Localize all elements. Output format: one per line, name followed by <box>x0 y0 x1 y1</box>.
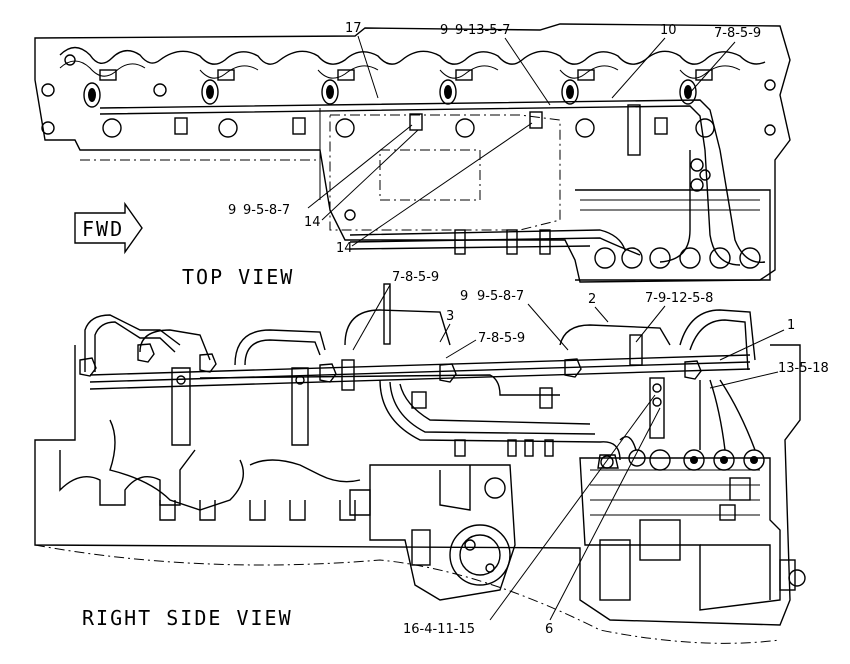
callout-9-13-5-7: 9-13-5-7 <box>455 23 510 38</box>
callout-9-prefix-c: 9 <box>460 289 468 304</box>
callout-2: 2 <box>588 292 596 307</box>
callout-7-8-5-9-lower: 7-8-5-9 <box>478 331 525 346</box>
side-view-title: RIGHT SIDE VIEW <box>82 606 293 630</box>
callout-17: 17 <box>345 21 362 36</box>
callout-9-5-8-7-mid: 9-5-8-7 <box>477 289 524 304</box>
callout-14-b: 14 <box>336 241 353 256</box>
callout-7-9-12-5-8: 7-9-12-5-8 <box>645 291 713 306</box>
callout-16-4-11-15: 16-4-11-15 <box>403 622 475 637</box>
callout-7-8-5-9-mid: 7-8-5-9 <box>392 270 439 285</box>
callout-6: 6 <box>545 622 553 637</box>
side-view-engine <box>34 283 806 644</box>
callout-7-8-5-9-top: 7-8-5-9 <box>714 26 761 41</box>
fwd-label: FWD <box>82 217 124 241</box>
callout-9-prefix-a: 9 <box>440 23 448 38</box>
callout-1: 1 <box>787 318 795 333</box>
top-view-engine-head <box>34 23 791 283</box>
callout-10: 10 <box>660 23 677 38</box>
forward-arrow-icon: FWD <box>74 201 143 255</box>
callouts: 17 9 9-13-5-7 10 7-8-5-9 9 9-5-8-7 14 14… <box>228 21 829 637</box>
top-view-title: TOP VIEW <box>182 265 294 289</box>
callout-14-a: 14 <box>304 215 321 230</box>
callout-9-prefix-b: 9 <box>228 203 236 218</box>
callout-13-5-18: 13-5-18 <box>778 361 829 376</box>
callout-3: 3 <box>446 309 454 324</box>
callout-9-5-8-7-top: 9-5-8-7 <box>243 203 290 218</box>
